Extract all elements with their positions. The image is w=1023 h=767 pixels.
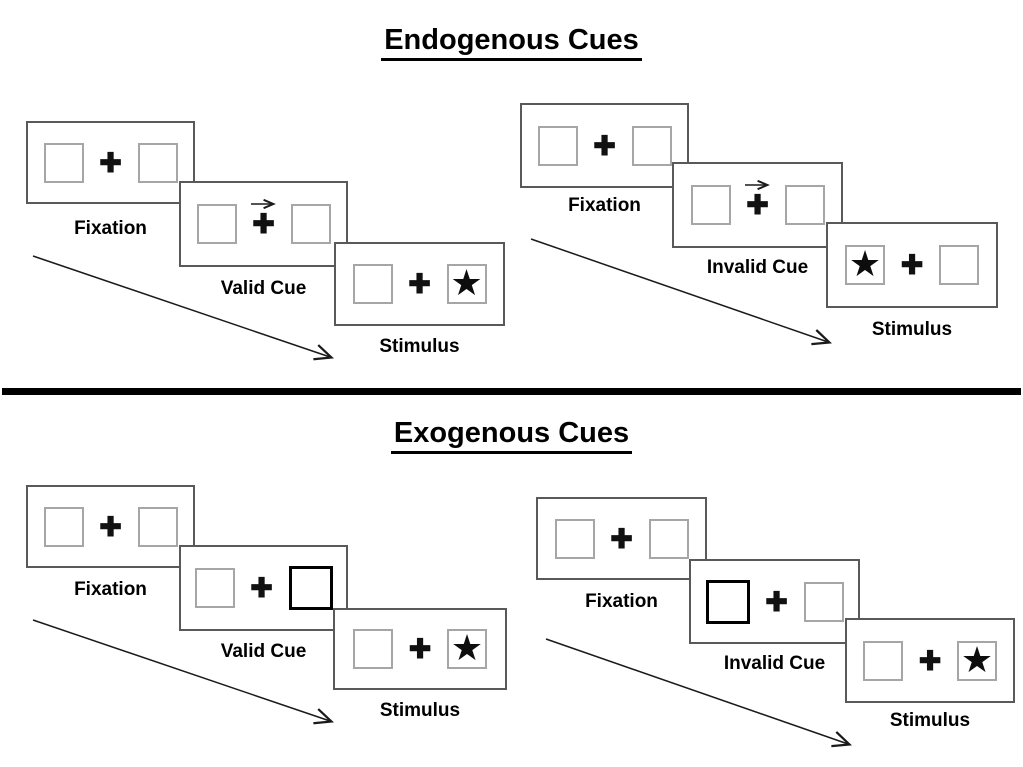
right-box — [290, 204, 331, 244]
fixation-plus-icon: ✚ — [765, 586, 788, 617]
star-target-icon: ★ — [450, 627, 484, 668]
left-box — [43, 142, 84, 183]
cue-right-arrow-icon — [250, 199, 276, 209]
exogenous-valid-fixation-panel: ✚ — [26, 485, 195, 568]
endogenous-valid-cue-panel: ✚ — [179, 181, 348, 267]
fixation-plus-icon: ✚ — [746, 190, 769, 220]
left-box-with-target: ★ — [845, 245, 885, 285]
fixation-label: Fixation — [74, 218, 147, 239]
cue-label: Valid Cue — [220, 641, 307, 662]
fixation-plus-icon: ✚ — [250, 573, 273, 603]
exogenous-valid-stimulus-panel: ✚ ★ — [333, 608, 507, 690]
left-box — [194, 568, 235, 608]
endogenous-invalid-cue-panel: ✚ — [672, 162, 843, 248]
fixation-label: Fixation — [74, 579, 147, 600]
left-box — [196, 204, 237, 244]
fixation-plus-icon: ✚ — [99, 147, 122, 178]
stimulus-label: Stimulus — [379, 336, 460, 357]
fixation-label: Fixation — [585, 591, 658, 612]
cue-right-arrow-icon — [744, 180, 770, 190]
right-box — [939, 245, 979, 285]
right-box-with-target: ★ — [957, 638, 997, 681]
right-box-with-target: ★ — [446, 262, 487, 304]
trial-timeline-arrow — [545, 638, 852, 748]
trial-timeline-arrow — [32, 255, 334, 361]
endogenous-valid-stimulus-panel: ✚ ★ — [334, 242, 505, 326]
fixation-plus-icon: ✚ — [99, 511, 122, 542]
endogenous-invalid-fixation-panel: ✚ — [520, 103, 689, 188]
cue-label: Invalid Cue — [706, 257, 809, 278]
exogenous-title-text: Exogenous Cues — [390, 417, 633, 454]
left-box — [353, 629, 393, 669]
exogenous-section-title: Exogenous Cues — [0, 417, 1023, 454]
endogenous-section-title: Endogenous Cues — [0, 24, 1023, 61]
stimulus-label: Stimulus — [889, 710, 971, 731]
fixation-plus-icon: ✚ — [918, 645, 942, 676]
left-box — [554, 518, 595, 559]
left-box — [690, 185, 731, 225]
trial-timeline-arrow — [530, 238, 832, 346]
section-divider — [2, 388, 1021, 395]
exogenous-valid-cue-panel: ✚ — [179, 545, 348, 631]
star-target-icon: ★ — [450, 262, 483, 303]
exogenous-invalid-stimulus-panel: ✚ ★ — [845, 618, 1015, 703]
left-box-bold-cue — [705, 579, 750, 624]
stimulus-label: Stimulus — [379, 700, 461, 721]
endogenous-title-text: Endogenous Cues — [381, 24, 642, 61]
fixation-plus-icon: ✚ — [593, 130, 616, 161]
fixation-plus-icon: ✚ — [408, 634, 432, 664]
right-box — [137, 142, 178, 183]
right-box — [803, 581, 844, 622]
exogenous-invalid-cue-panel: ✚ — [689, 559, 860, 644]
left-box — [863, 640, 903, 681]
right-box — [648, 518, 689, 559]
right-box-bold-cue — [288, 566, 333, 610]
cue-label: Valid Cue — [220, 278, 307, 299]
right-box-with-target: ★ — [447, 629, 487, 669]
left-box — [352, 264, 393, 304]
endogenous-invalid-stimulus-panel: ★ ✚ — [826, 222, 998, 308]
left-box — [537, 125, 578, 166]
left-box — [43, 506, 84, 547]
fixation-plus-icon: ✚ — [900, 250, 924, 280]
star-target-icon: ★ — [848, 243, 882, 284]
trial-timeline-arrow — [32, 619, 334, 725]
cue-label: Invalid Cue — [723, 653, 826, 674]
right-box — [631, 125, 672, 166]
star-target-icon: ★ — [960, 638, 994, 680]
fixation-plus-icon: ✚ — [610, 523, 633, 554]
right-box — [137, 506, 178, 547]
stimulus-label: Stimulus — [871, 319, 953, 340]
fixation-plus-icon: ✚ — [408, 269, 431, 299]
exogenous-invalid-fixation-panel: ✚ — [536, 497, 707, 580]
endogenous-valid-fixation-panel: ✚ — [26, 121, 195, 204]
fixation-plus-icon: ✚ — [252, 209, 275, 239]
fixation-label: Fixation — [568, 195, 641, 216]
right-box — [784, 185, 825, 225]
